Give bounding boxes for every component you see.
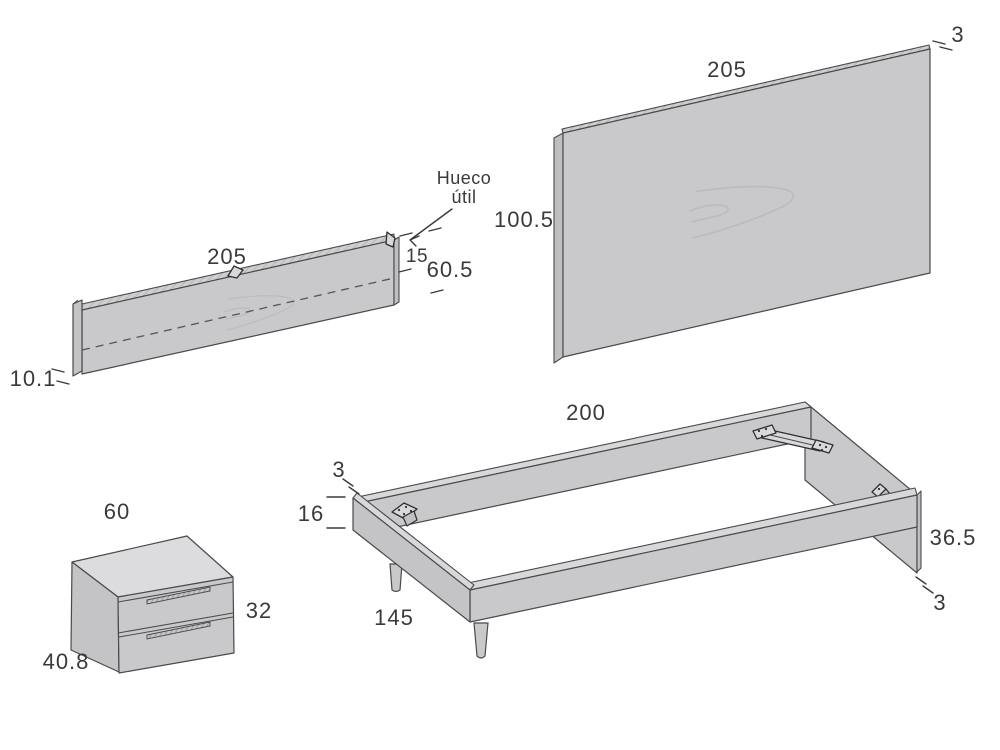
screw-dot (824, 445, 828, 449)
lower-panel: 205 10.1 Hueco útil 15 60.5 (10, 168, 492, 391)
hueco-util-note-line1: Hueco (437, 168, 492, 188)
headboard-face (562, 48, 931, 358)
corner-brace-bracket (752, 424, 834, 454)
headboard-left-edge (553, 132, 564, 364)
screw-dot (818, 443, 822, 447)
nightstand-depth-label: 40.8 (43, 649, 90, 674)
screw-dot (820, 448, 824, 452)
rail-height-label: 16 (298, 501, 324, 526)
headboard-height-label: 100.5 (494, 207, 554, 232)
screw-dot (764, 427, 768, 431)
drawer-divider-top (117, 612, 234, 634)
rail-thickness-tick-2 (348, 486, 360, 495)
screw-dot (877, 487, 881, 491)
screw-dot (760, 434, 764, 438)
brace-plate-right (811, 439, 834, 454)
bed-leg-front (473, 622, 489, 659)
screw-dot (409, 509, 413, 513)
panel-thickness-label: 3 (933, 590, 946, 615)
height-tick-bottom (430, 289, 444, 294)
bed-leg-left (389, 563, 403, 593)
hueco-util-arrow (409, 208, 453, 247)
lower-panel-dashed-line (81, 277, 395, 351)
depth-tick-2 (56, 380, 70, 385)
left-corner-bracket (391, 502, 418, 527)
screw-dot (757, 429, 761, 433)
end-cap-top-edge (72, 299, 79, 305)
left-rail-outer-face (352, 497, 471, 623)
panel-thickness-tick-2 (922, 585, 934, 594)
lower-panel-end-cap (72, 299, 83, 377)
depth-tick-1 (51, 368, 65, 373)
rail-thickness-label: 3 (332, 457, 345, 482)
gap-tick-top (399, 232, 413, 237)
drawer-handle-bottom (146, 621, 211, 640)
brace-bar-ridge (765, 433, 822, 448)
lower-panel-middle-clip (227, 265, 244, 279)
bed-frame: 200 3 16 145 36.5 3 (298, 400, 977, 659)
bed-width-label: 145 (374, 605, 414, 630)
end-panel-height-label: 36.5 (930, 525, 977, 550)
bed-length-label: 200 (566, 400, 606, 425)
drawer-handle-top (146, 586, 211, 605)
nightstand-top-front-edge (117, 581, 234, 603)
nightstand-width-label: 60 (104, 499, 130, 524)
bed-end-panel-edge (916, 490, 922, 573)
lower-panel-right-edge (393, 236, 400, 306)
drawer-divider-bottom (118, 616, 234, 638)
headboard-width-label: 205 (707, 57, 747, 82)
headboard-thickness-tick-2 (939, 46, 953, 51)
nightstand-height-label: 32 (246, 598, 272, 623)
rail-thickness-tick-1 (342, 478, 354, 487)
lower-panel-gap-label: 15 (406, 246, 428, 267)
headboard-panel: 205 3 100.5 (494, 22, 964, 364)
lower-panel-width-label: 205 (207, 244, 247, 269)
screw-dot (404, 505, 408, 509)
far-rail-inner-face (358, 406, 812, 536)
lower-panel-height-label: 60.5 (427, 257, 474, 282)
near-rail-outer-face (469, 494, 918, 623)
brace-plate-left (752, 424, 777, 440)
lower-panel-depth-label: 10.1 (10, 366, 57, 391)
hueco-util-note-line2: útil (451, 187, 476, 207)
screw-dot (402, 512, 406, 516)
panel-thickness-tick-1 (915, 576, 927, 585)
headboard-thickness-label: 3 (951, 22, 964, 47)
nightstand: 60 32 40.8 (43, 499, 272, 674)
headboard-thickness-tick-1 (932, 40, 946, 45)
left-bracket-flap (402, 510, 418, 527)
gap-tick-bottom (398, 268, 412, 273)
left-bracket-plate (391, 502, 418, 520)
height-tick-top (428, 227, 442, 232)
screw-dot (397, 508, 401, 512)
lower-panel-right-clip (385, 231, 396, 248)
